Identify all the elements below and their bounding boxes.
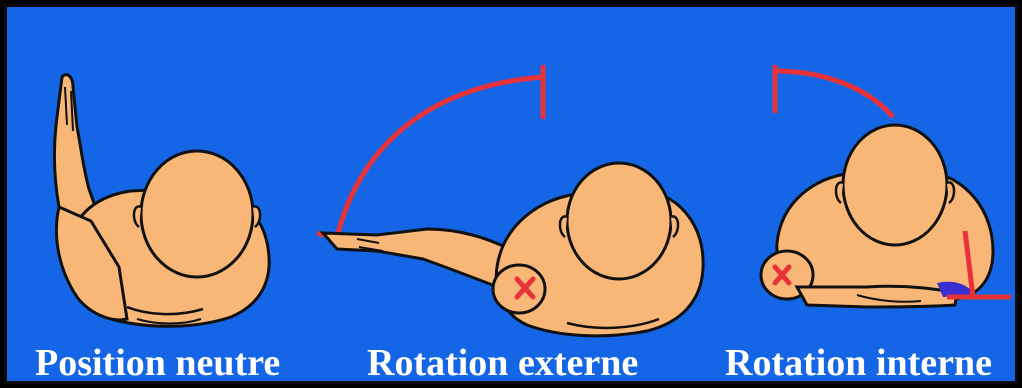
external-arm: [323, 229, 513, 289]
caption-external: Rotation externe: [367, 335, 638, 384]
external-rotation-arc: [337, 77, 543, 237]
internal-head: [843, 125, 947, 245]
figure-neutral: [55, 75, 270, 327]
external-head: [567, 163, 671, 279]
internal-rotation-arc: [775, 71, 893, 117]
figure-internal: [761, 65, 1011, 307]
internal-forearm: [797, 286, 957, 307]
diagram-panel: Position neutre Rotation externe Rotatio…: [4, 4, 1018, 384]
neutral-head: [141, 151, 253, 277]
caption-internal: Rotation interne: [725, 335, 992, 384]
figure-external: [317, 65, 703, 336]
shoulder-rotation-figure: [7, 7, 1018, 384]
caption-neutral: Position neutre: [35, 335, 280, 384]
